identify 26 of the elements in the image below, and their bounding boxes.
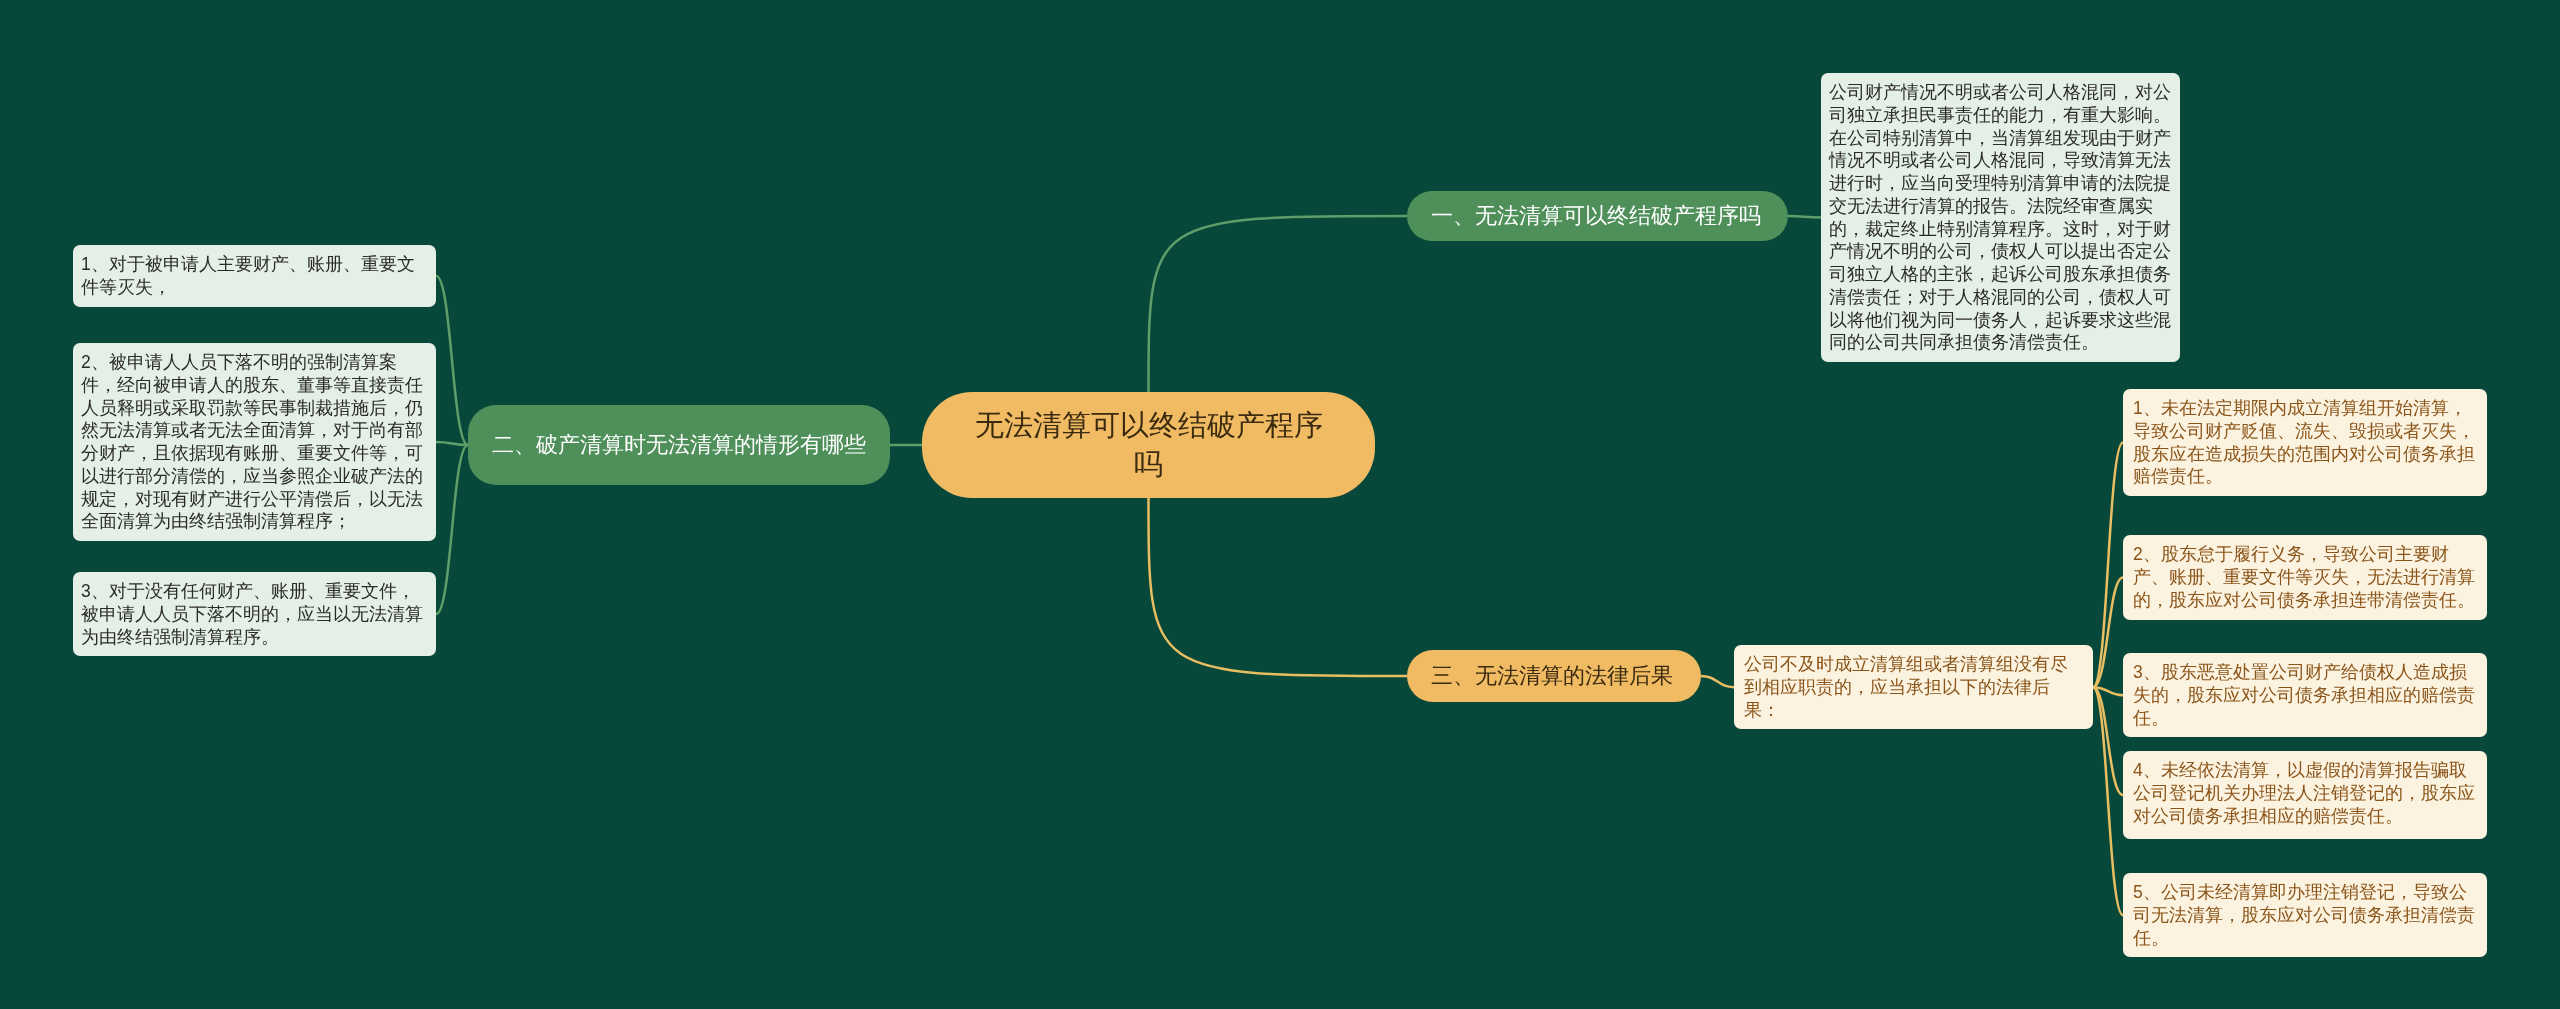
- connector-line: [1788, 214, 1821, 219]
- text-card: 4、未经依法清算，以虚假的清算报告骗取公司登记机关办理法人注销登记的，股东应对公司债务承担相应的赔偿责任。: [2123, 751, 2487, 839]
- text-card: 5、公司未经清算即办理注销登记，导致公司无法清算，股东应对公司债务承担清偿责任。: [2123, 873, 2487, 958]
- text-card: 公司不及时成立清算组或者清算组没有尽到相应职责的，应当承担以下的法律后果：: [1734, 645, 2093, 730]
- branch-pill: 二、破产清算时无法清算的情形有哪些: [468, 405, 890, 485]
- text-card: 3、对于没有任何财产、账册、重要文件，被申请人人员下落不明的，应当以无法清算为由终结强制清算程序。: [73, 572, 436, 657]
- connector-line: [435, 274, 469, 446]
- connector-line: [890, 443, 922, 447]
- text-card: 1、对于被申请人主要财产、账册、重要文件等灭失，: [73, 245, 436, 307]
- connector-line: [1147, 214, 1407, 392]
- text-card: 1、未在法定期限内成立清算组开始清算，导致公司财产贬值、流失、毁损或者灭失，股东应在造成损失的范围内对公司债务承担赔偿责任。: [2123, 389, 2487, 496]
- connector-line: [435, 444, 469, 616]
- connector-line: [2092, 686, 2124, 797]
- connector-line: [2092, 576, 2124, 689]
- text-card: 2、被申请人人员下落不明的强制清算案件，经向被申请人的股东、董事等直接责任人员释明或采取罚款等民事制裁措施后，仍然无法清算或者无法全面清算，对于尚有部分财产，且依据现有账册、重要文件等，可以进行部分清偿的，应当参照企业破产法的规定，对现有财产进行公平清偿后，以无法全面清算为由终结强制清算程序；: [73, 343, 436, 541]
- connector-line: [435, 440, 469, 447]
- branch-pill: 一、无法清算可以终结破产程序吗: [1407, 191, 1788, 241]
- connector-line: [1700, 674, 1735, 689]
- text-card: 3、股东恶意处置公司财产给债权人造成损失的，股东应对公司债务承担相应的赔偿责任。: [2123, 653, 2487, 738]
- branch-pill: 三、无法清算的法律后果: [1407, 650, 1701, 702]
- topic-pill: 无法清算可以终结破产程序吗: [922, 392, 1375, 498]
- connector-line: [2092, 441, 2124, 688]
- text-card: 2、股东怠于履行义务，导致公司主要财产、账册、重要文件等灭失，无法进行清算的，股东应对公司债务承担连带清偿责任。: [2123, 535, 2487, 620]
- connector-line: [1147, 498, 1407, 678]
- text-card: 公司财产情况不明或者公司人格混同，对公司独立承担民事责任的能力，有重大影响。在公司特别清算中，当清算组发现由于财产情况不明或者公司人格混同，导致清算无法进行时，应当向受理特别清算申请的法院提交无法进行清算的报告。法院经审查属实的，裁定终止特别清算程序。这时，对于财产情况不明的公司，债权人可以提出否定公司独立人格的主张，起诉公司股东承担债务清偿责任；对于人格混同的公司，债权人可以将他们视为同一债务人，起诉要求这些混同的公司共同承担债务清偿责任。: [1821, 73, 2180, 362]
- connector-line: [2092, 686, 2124, 916]
